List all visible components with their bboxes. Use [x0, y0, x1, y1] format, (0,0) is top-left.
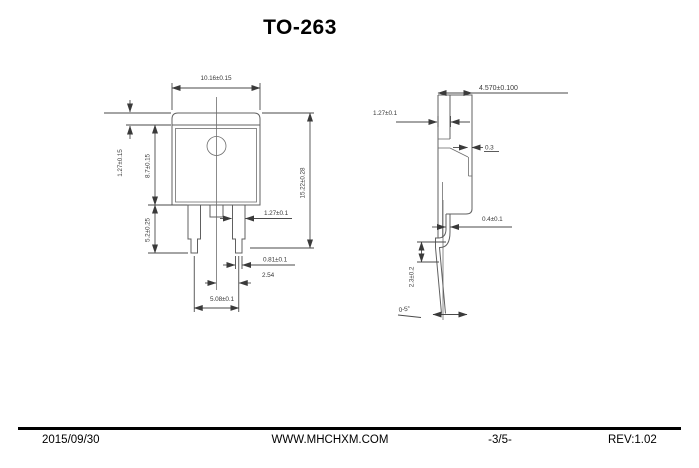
- dim-tab-thickness: 1.27±0.1: [373, 110, 470, 127]
- front-dimensions: 10.16±0.15 1.27±0.15 8.7±0.15 5.2±0.25: [104, 75, 314, 312]
- page-title: TO-263: [263, 16, 337, 39]
- front-body-inner: [175, 128, 257, 203]
- dim-tab-thickness-label: 1.27±0.1: [373, 110, 398, 117]
- dim-leg-width-label: 1.27±0.1: [264, 210, 289, 217]
- dim-depth-label: 4.570±0.100: [479, 85, 518, 92]
- dim-lead-bend: 2.3±0.2: [409, 241, 446, 287]
- footer-page-number: -3/5-: [488, 434, 512, 446]
- dim-depth: 4.570±0.100: [437, 85, 568, 96]
- dim-lead-thickness-label: 0.4±0.1: [482, 216, 503, 223]
- dim-step: 0.3: [453, 144, 499, 152]
- dim-body-width: 10.16±0.15: [171, 75, 261, 110]
- dim-tab-height: 1.27±0.15: [104, 100, 171, 177]
- dim-body-height-label: 8.7±0.15: [145, 153, 152, 178]
- footer-date: 2015/09/30: [42, 434, 100, 446]
- dim-lead-bend-label: 2.3±0.2: [409, 266, 416, 287]
- front-tab-outline: [171, 112, 261, 126]
- dim-pitch-label: 5.08±0.1: [210, 296, 235, 303]
- dim-total-height: 15.22±0.28: [250, 112, 314, 249]
- dim-lead-angle-label: 0-5°: [398, 304, 411, 314]
- dim-leg-tip-width-label: 0.81±0.1: [263, 257, 288, 264]
- dim-lead-angle: 0-5°: [397, 304, 468, 318]
- footer-rule: [18, 427, 681, 430]
- side-view: [435, 94, 473, 320]
- dim-pitch-half-label: 2.54: [262, 272, 275, 279]
- front-view: [171, 97, 261, 290]
- dim-leg-tip-width: 0.81±0.1: [223, 256, 295, 269]
- dim-lead-thickness: 0.4±0.1: [432, 216, 512, 230]
- side-chamfer: [449, 147, 469, 158]
- dim-tab-height-label: 1.27±0.15: [117, 149, 124, 177]
- front-body-outline: [171, 124, 261, 206]
- front-leg-left: [187, 205, 201, 254]
- dim-leg-length: 5.2±0.25: [145, 204, 188, 254]
- dim-body-width-label: 10.16±0.15: [201, 75, 232, 82]
- footer-revision: REV:1.02: [608, 434, 657, 446]
- footer-website: WWW.MHCHXM.COM: [271, 434, 389, 446]
- dim-pitch-half: 2.54: [205, 256, 275, 312]
- side-body-outline: [438, 94, 473, 215]
- dim-step-label: 0.3: [485, 145, 494, 152]
- side-dimensions: 4.570±0.100 1.27±0.1 0.3 0.4±0.1: [373, 85, 568, 318]
- dim-body-height: 8.7±0.15: [145, 124, 187, 206]
- dim-pitch: 5.08±0.1: [193, 256, 240, 312]
- dim-leg-width: 1.27±0.1: [220, 210, 292, 222]
- front-leg-right: [232, 205, 246, 254]
- side-lead-inner: [438, 214, 451, 314]
- front-center-stub: [209, 205, 224, 218]
- dim-leg-length-label: 5.2±0.25: [145, 217, 152, 242]
- dim-total-height-label: 15.22±0.28: [300, 167, 307, 198]
